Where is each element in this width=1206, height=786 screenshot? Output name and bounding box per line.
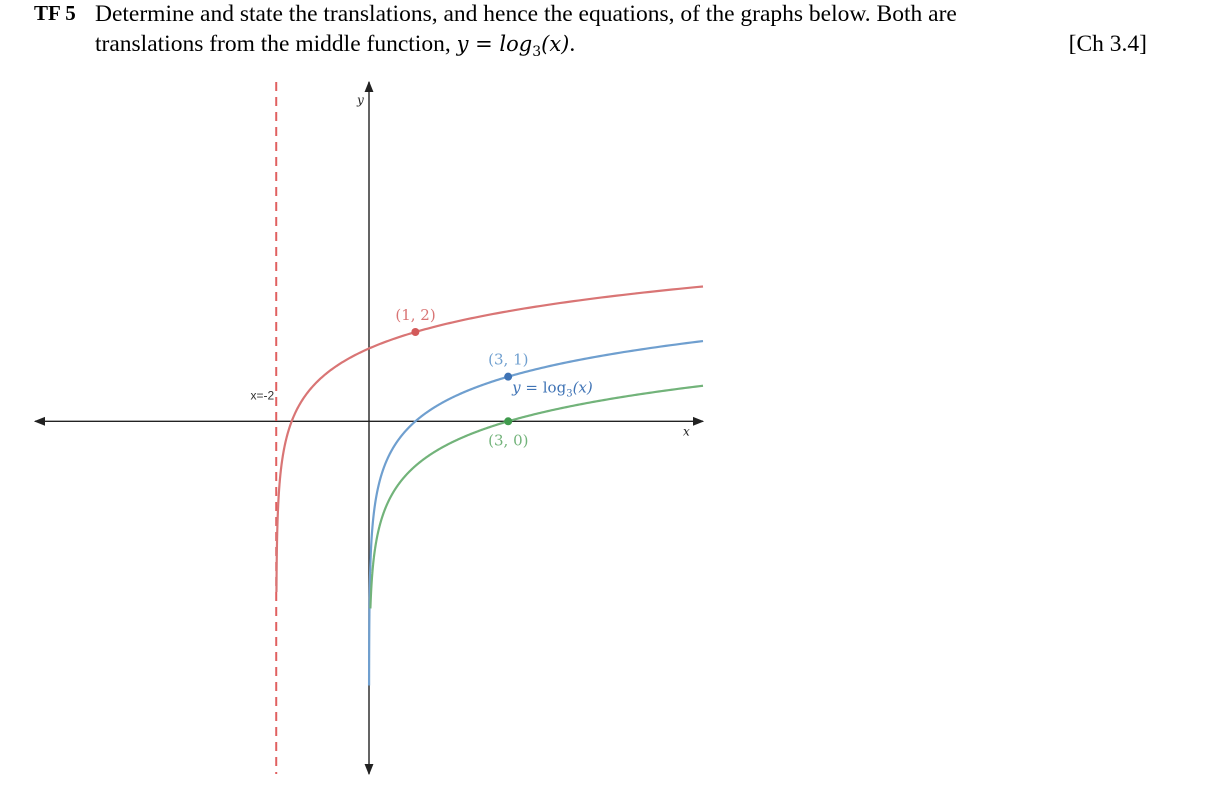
point-red [411,328,420,337]
point-label-green: (3, 0) [488,431,528,449]
point-green [504,417,513,426]
curve-label-arg: (x) [573,379,593,397]
curve-label-fn: log [543,379,567,397]
curve-label-blue: y = log3(x) [511,379,593,400]
series-blue-curve [367,339,704,686]
curve-label-base: 3 [566,389,572,400]
curve-label-lhs: y [511,379,521,397]
question-function-lhs: y [456,32,469,56]
point-label-blue: (3, 1) [488,351,528,369]
point-label-red: (1, 2) [395,306,435,324]
question-function-equals: = [468,32,500,56]
question-text-line-1: Determine and state the translations, an… [95,1,957,27]
question-function-arg: (x) [541,32,570,56]
asymptote-label: x=-2 [251,388,275,402]
series-green-curve [369,384,704,609]
question-function-base: 3 [532,44,542,61]
curve-label-equals: = [521,379,543,397]
point-blue [504,372,513,381]
question-period: . [569,31,576,57]
y-axis-label: y [356,93,364,107]
x-axis-label: x [683,424,690,438]
question-text-line-2: translations from the middle function, y… [95,31,575,60]
chapter-reference: [Ch 3.4] [1068,31,1147,57]
question-number: TF 5 [34,1,76,25]
question-function-expression: y = log3(x) [456,32,570,60]
series-red-curve [275,285,704,592]
question-text-line-2-text: translations from the middle function, [95,31,451,57]
question-function-name: log [499,32,533,56]
